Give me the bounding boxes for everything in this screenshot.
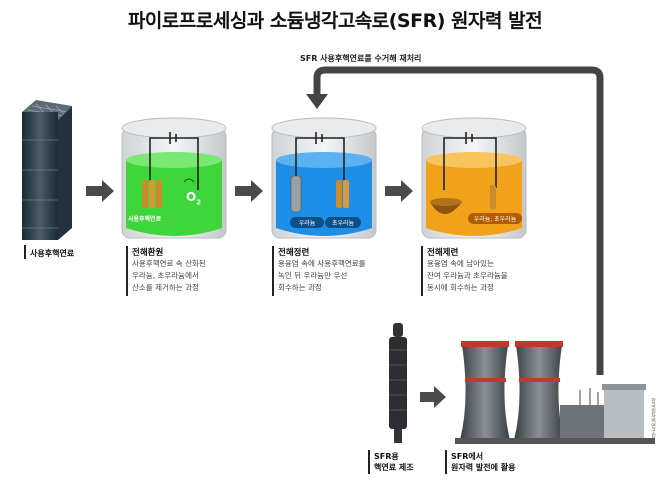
step3-desc-line: 용융염 속에 남아있는 [427, 259, 494, 268]
arrow-1-icon [86, 180, 114, 202]
caption-marker [126, 246, 128, 296]
caption-marker [368, 450, 370, 474]
step3-desc-line: 동시에 회수하는 과정 [427, 283, 494, 292]
step1-caption: 전해환원 사용후핵연료 속 산화된 우라늄, 초우라늄에서 산소를 제거하는 과… [132, 246, 206, 294]
step3-title: 전해제련 [427, 248, 459, 258]
plant-line2: 원자력 발전에 활용 [451, 463, 516, 472]
step3-desc-line: 잔여 우라늄과 초우라늄을 [427, 271, 508, 280]
step2-title: 전해정련 [278, 248, 310, 258]
step1-desc-line: 사용후핵연료 속 산화된 [132, 259, 206, 268]
recycle-label: SFR 사용후핵연료를 수거해 재처리 [300, 54, 422, 63]
caption-marker [445, 450, 447, 474]
caption-marker [272, 246, 274, 296]
flow-arrows [86, 180, 446, 408]
u-tru-tag: 우라늄, 초우라늄 [473, 216, 517, 223]
spent-fuel-label: 사용후핵연료 [30, 249, 75, 258]
vessel1-fuel-label: 사용후핵연료 [128, 216, 162, 223]
step3-caption: 전해제련 용융염 속에 남아있는 잔여 우라늄과 초우라늄을 동시에 회수하는 … [427, 246, 508, 294]
step2-desc-line: 녹인 뒤 우라늄만 우선 [278, 271, 348, 280]
sfr-fuel-line1: SFR용 [374, 452, 399, 461]
sfr-fuel-caption: SFR용 핵연료 제조 [374, 451, 414, 473]
caption-marker [24, 245, 26, 259]
plant-caption: SFR에서 원자력 발전에 활용 [451, 451, 515, 473]
sfr-fuel-line2: 핵연료 제조 [374, 463, 414, 472]
step2-caption: 전해정련 용융염 속에 사용후핵연료를 녹인 뒤 우라늄만 우선 회수하는 과정 [278, 246, 366, 294]
step1-desc-line: 우라늄, 초우라늄에서 [132, 271, 199, 280]
power-plant-icon [455, 341, 655, 444]
credit-text: 한국원자력연구원 [650, 398, 656, 438]
spent-fuel-assembly-icon [22, 100, 72, 240]
page-title: 파이로프로세싱과 소듐냉각고속로(SFR) 원자력 발전 [127, 10, 543, 32]
caption-marker [421, 246, 423, 296]
sfr-fuel-rod-icon [389, 323, 407, 443]
step2-desc-line: 용융염 속에 사용후핵연료를 [278, 259, 366, 268]
electrorefining-vessel [271, 117, 377, 239]
electroreduction-vessel [121, 117, 227, 239]
arrow-2-icon [235, 180, 263, 202]
arrow-3-icon [385, 180, 413, 202]
arrow-4-icon [420, 386, 446, 408]
step2-desc-line: 회수하는 과정 [278, 283, 322, 292]
electrowinning-vessel [421, 117, 527, 239]
plant-line1: SFR에서 [451, 452, 484, 461]
recycle-loop-arrow [306, 66, 604, 375]
step1-title: 전해환원 [132, 248, 164, 258]
step1-desc-line: 산소를 제거하는 과정 [132, 283, 199, 292]
uranium-tag: 우라늄 [298, 220, 316, 227]
transuranium-tag: 초우라늄 [331, 220, 355, 227]
o2-label: O2 [186, 190, 202, 207]
